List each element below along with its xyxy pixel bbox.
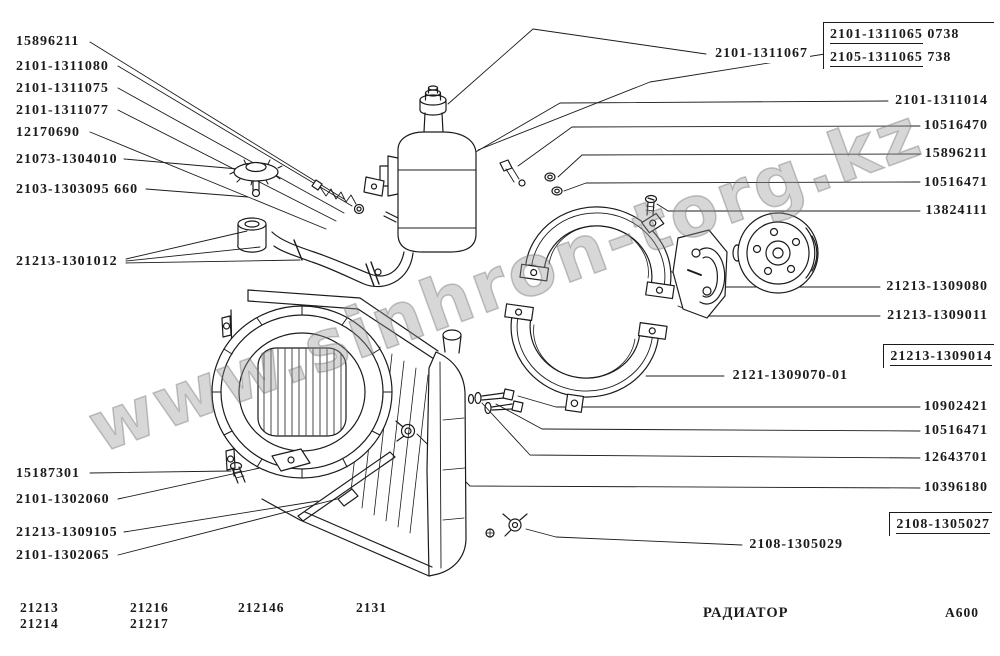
fastener-cluster-top-drawing xyxy=(499,159,563,196)
drain-plug-drawing xyxy=(395,420,416,442)
part-label-21073-1304010: 21073-1304010 xyxy=(14,151,120,169)
model-2131: 2131 xyxy=(356,600,387,615)
applicability-box-1305027: 2108-1305027 xyxy=(889,512,992,536)
part-label-2101-1302065: 2101-1302065 xyxy=(14,547,112,565)
model-21216: 21216 xyxy=(130,600,169,615)
applicability-box-1309014: 21213-1309014 xyxy=(883,344,994,368)
plug-drawing xyxy=(485,513,528,538)
part-label-10396180: 10396180 xyxy=(922,479,990,497)
part-label-21213-1309105: 21213-1309105 xyxy=(14,524,120,542)
part-label-2101-1311065: 2101-1311065 0738 xyxy=(830,27,960,44)
leader-lines xyxy=(89,28,921,556)
fan-clutch-drawing xyxy=(732,212,819,294)
fan-shroud-lower-drawing xyxy=(504,303,668,413)
applicability-box-1311065: 2101-1311065 0738 2105-1311065 738 xyxy=(823,22,994,69)
part-label-2108-1305027: 2108-1305027 xyxy=(896,517,990,534)
part-label-10516471-b: 10516471 xyxy=(922,422,990,440)
part-label-2101-1311067: 2101-1311067 xyxy=(713,45,810,63)
part-label-2101-1311080: 2101-1311080 xyxy=(14,58,111,76)
part-label-2101-1311077: 2101-1311077 xyxy=(14,102,111,120)
bracket-drawing xyxy=(672,229,728,319)
part-label-21213-1309014: 21213-1309014 xyxy=(890,349,992,366)
part-label-15896211-right: 15896211 xyxy=(922,145,990,163)
part-label-21213-1309080: 21213-1309080 xyxy=(884,278,990,296)
part-label-2101-1302060: 2101-1302060 xyxy=(14,491,112,509)
mount-hardware-drawing xyxy=(229,448,396,522)
part-label-2101-1311075: 2101-1311075 xyxy=(14,80,111,98)
radiator-cap-drawing xyxy=(229,159,283,198)
part-label-15896211-left: 15896211 xyxy=(14,33,82,51)
part-label-2103-1303095: 2103-1303095 660 xyxy=(14,181,141,199)
part-label-21213-1301012: 21213-1301012 xyxy=(14,253,120,271)
page-title: РАДИАТОР xyxy=(703,605,789,621)
model-21217: 21217 xyxy=(130,616,169,631)
part-label-12170690: 12170690 xyxy=(14,124,82,142)
model-212146: 212146 xyxy=(238,600,285,615)
part-label-10902421: 10902421 xyxy=(922,398,990,416)
part-label-21213-1309011: 21213-1309011 xyxy=(885,307,990,325)
part-label-2121-1309070-01: 2121-1309070-01 xyxy=(730,367,850,385)
radiator-drawing xyxy=(211,217,467,577)
sheet-code: А600 xyxy=(945,605,979,620)
part-label-2105-1311065: 2105-1311065 738 xyxy=(830,49,952,67)
hose-drawing xyxy=(271,231,414,288)
part-label-10516470: 10516470 xyxy=(922,117,990,135)
fan-shroud-upper-drawing xyxy=(519,206,675,300)
part-label-2108-1305029: 2108-1305029 xyxy=(747,536,845,554)
part-label-10516471-a: 10516471 xyxy=(922,174,990,192)
part-label-2101-1311014: 2101-1311014 xyxy=(893,92,990,110)
tank-mount-hardware-drawing xyxy=(311,176,399,223)
part-label-13824111: 13824111 xyxy=(923,202,990,220)
fastener-cluster-lower-drawing xyxy=(467,388,524,415)
part-label-15187301: 15187301 xyxy=(14,465,82,483)
expansion-tank-drawing xyxy=(379,85,477,253)
model-21214: 21214 xyxy=(20,616,59,631)
screw-drawing xyxy=(644,194,658,216)
part-label-12643701: 12643701 xyxy=(922,449,990,467)
model-21213: 21213 xyxy=(20,600,59,615)
